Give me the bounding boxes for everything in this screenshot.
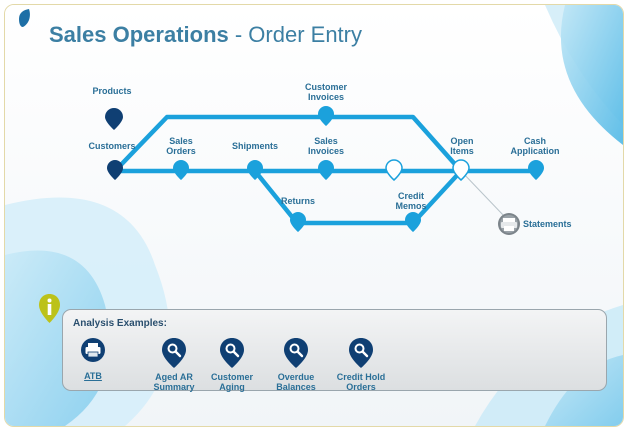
info-icon: [39, 294, 60, 323]
statements-printer-icon[interactable]: [498, 213, 520, 235]
page-title-rest: - Order Entry: [228, 22, 362, 47]
analysis-title: Analysis Examples:: [73, 318, 167, 329]
app-frame: Sales Operations - Order Entry: [4, 4, 624, 427]
node-label-returns[interactable]: Returns: [280, 196, 316, 206]
analysis-item-credit-hold-orders-label[interactable]: Credit Hold Orders: [336, 372, 386, 392]
magnifier-icon: [349, 338, 373, 368]
analysis-item-aged-ar-summary-label[interactable]: Aged AR Summary: [153, 372, 195, 392]
page-title: Sales Operations - Order Entry: [49, 22, 362, 48]
printer-icon: [81, 338, 105, 362]
pin-credit-memos[interactable]: [405, 212, 421, 232]
node-label-credit-memos[interactable]: Credit Memos: [395, 191, 427, 211]
node-label-cash-application[interactable]: Cash Application: [510, 136, 560, 156]
analysis-item-overdue-balances-label[interactable]: Overdue Balances: [276, 372, 316, 392]
node-label-products[interactable]: Products: [92, 86, 132, 96]
node-label-open-items[interactable]: Open Items: [450, 136, 474, 156]
logo-drop-icon: [19, 9, 30, 27]
pin-returns[interactable]: [290, 212, 306, 232]
node-label-customer-invoices[interactable]: Customer Invoices: [304, 82, 348, 102]
node-label-shipments[interactable]: Shipments: [231, 141, 279, 151]
analysis-panel: Analysis Examples: ATB Aged AR Summary: [62, 309, 607, 392]
analysis-item-overdue-balances[interactable]: Overdue Balances: [261, 337, 331, 392]
magnifier-icon: [162, 338, 186, 368]
process-map: [105, 106, 544, 235]
pin-shipments[interactable]: [247, 160, 263, 180]
analysis-item-credit-hold-orders[interactable]: Credit Hold Orders: [326, 337, 396, 392]
page-title-strong: Sales Operations: [49, 22, 229, 47]
analysis-item-atb-label[interactable]: ATB: [84, 371, 102, 381]
analysis-item-customer-aging-label[interactable]: Customer Aging: [210, 372, 253, 392]
pin-open-items[interactable]: [452, 159, 470, 181]
node-label-sales-invoices[interactable]: Sales Invoices: [307, 136, 345, 156]
magnifier-icon: [220, 338, 244, 368]
pin-unlabeled[interactable]: [385, 159, 403, 181]
pin-cash-application[interactable]: [528, 160, 544, 180]
pin-sales-invoices[interactable]: [318, 160, 334, 180]
pin-customer-invoices[interactable]: [318, 106, 334, 126]
node-label-customers[interactable]: Customers: [88, 141, 136, 151]
pin-products[interactable]: [105, 108, 123, 130]
node-label-sales-orders[interactable]: Sales Orders: [166, 136, 196, 156]
analysis-item-aged-ar-summary[interactable]: Aged AR Summary: [139, 337, 209, 392]
magnifier-icon: [284, 338, 308, 368]
analysis-item-customer-aging[interactable]: Customer Aging: [197, 337, 267, 392]
analysis-item-atb[interactable]: ATB: [58, 337, 128, 381]
pin-customers[interactable]: [107, 160, 123, 180]
pin-sales-orders[interactable]: [173, 160, 189, 180]
node-label-statements[interactable]: Statements: [523, 219, 572, 229]
